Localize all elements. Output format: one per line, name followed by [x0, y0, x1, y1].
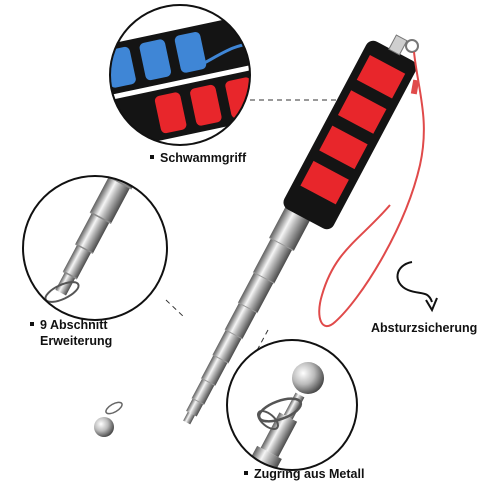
- ring-label: Zugring aus Metall: [244, 466, 364, 482]
- strap-label: Absturzsicherung: [371, 321, 478, 335]
- strap-arrow: [396, 261, 438, 313]
- grip-closeup-circle: [109, 4, 251, 146]
- bullet-icon: [30, 321, 34, 326]
- bullet-icon: [244, 470, 248, 475]
- foam-handle: [283, 34, 417, 230]
- end-ring: [405, 39, 419, 53]
- sections-closeup-circle: [22, 175, 168, 321]
- sections-label-line2: Erweiterung: [40, 334, 113, 348]
- ring-closeup-circle: [226, 339, 358, 471]
- grip-label: Schwammgriff: [150, 150, 246, 166]
- bullet-icon: [150, 154, 154, 159]
- safety-strap: [318, 51, 425, 328]
- sections-label: 9 Abschnitt Erweiterung: [30, 317, 112, 349]
- tip-ball: [94, 417, 114, 437]
